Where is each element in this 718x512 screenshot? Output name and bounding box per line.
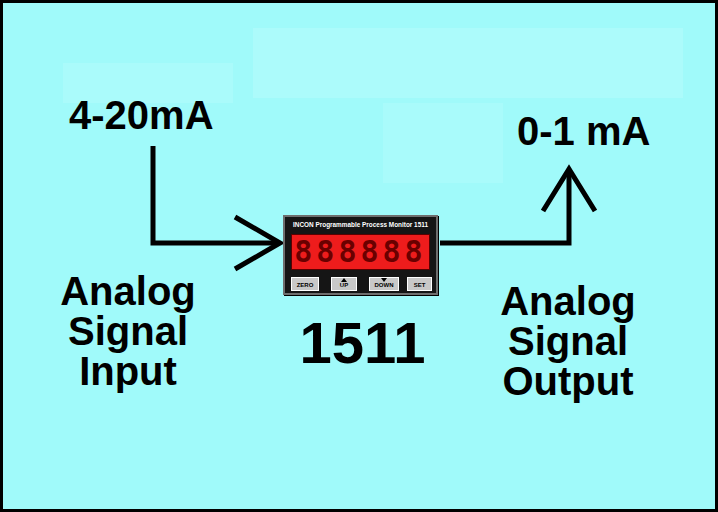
output-caption: Analog Signal Output	[478, 281, 658, 401]
up-button: UP	[331, 277, 357, 291]
down-button: DOWN	[369, 277, 399, 291]
model-number: 1511	[245, 313, 480, 373]
output-signal-range-holder: 0-1 mA	[517, 107, 707, 155]
output-signal-range: 0-1 mA	[517, 107, 707, 155]
input-caption-holder: Analog Signal Input	[38, 271, 218, 391]
display-digits: 888888	[294, 236, 426, 268]
input-signal-range: 4-20mA	[69, 91, 269, 139]
device-header: INCON Programmable Process Monitor 1511	[285, 217, 436, 229]
button-label: DOWN	[375, 282, 394, 289]
output-arrow-head	[543, 169, 595, 211]
input-caption: Analog Signal Input	[38, 271, 218, 391]
arrow-symbol	[341, 278, 347, 282]
button-label: ZERO	[297, 282, 314, 289]
zero-button: ZERO	[291, 277, 319, 291]
led-display: 888888	[291, 234, 430, 270]
button-label: UP	[340, 282, 348, 289]
button-label: SET	[414, 282, 426, 289]
output-arrow-line	[440, 171, 569, 243]
arrow-symbol	[381, 278, 387, 282]
input-arrow-line	[153, 146, 280, 243]
set-button: SET	[407, 277, 432, 291]
input-signal-range-holder: 4-20mA	[69, 91, 269, 139]
output-caption-holder: Analog Signal Output	[478, 281, 658, 401]
process-monitor: 888888ZERO UP DOWN SET INCON Programmable Pr…	[283, 215, 438, 295]
input-arrow-head	[235, 217, 280, 269]
model-number-holder: 1511	[245, 313, 480, 373]
